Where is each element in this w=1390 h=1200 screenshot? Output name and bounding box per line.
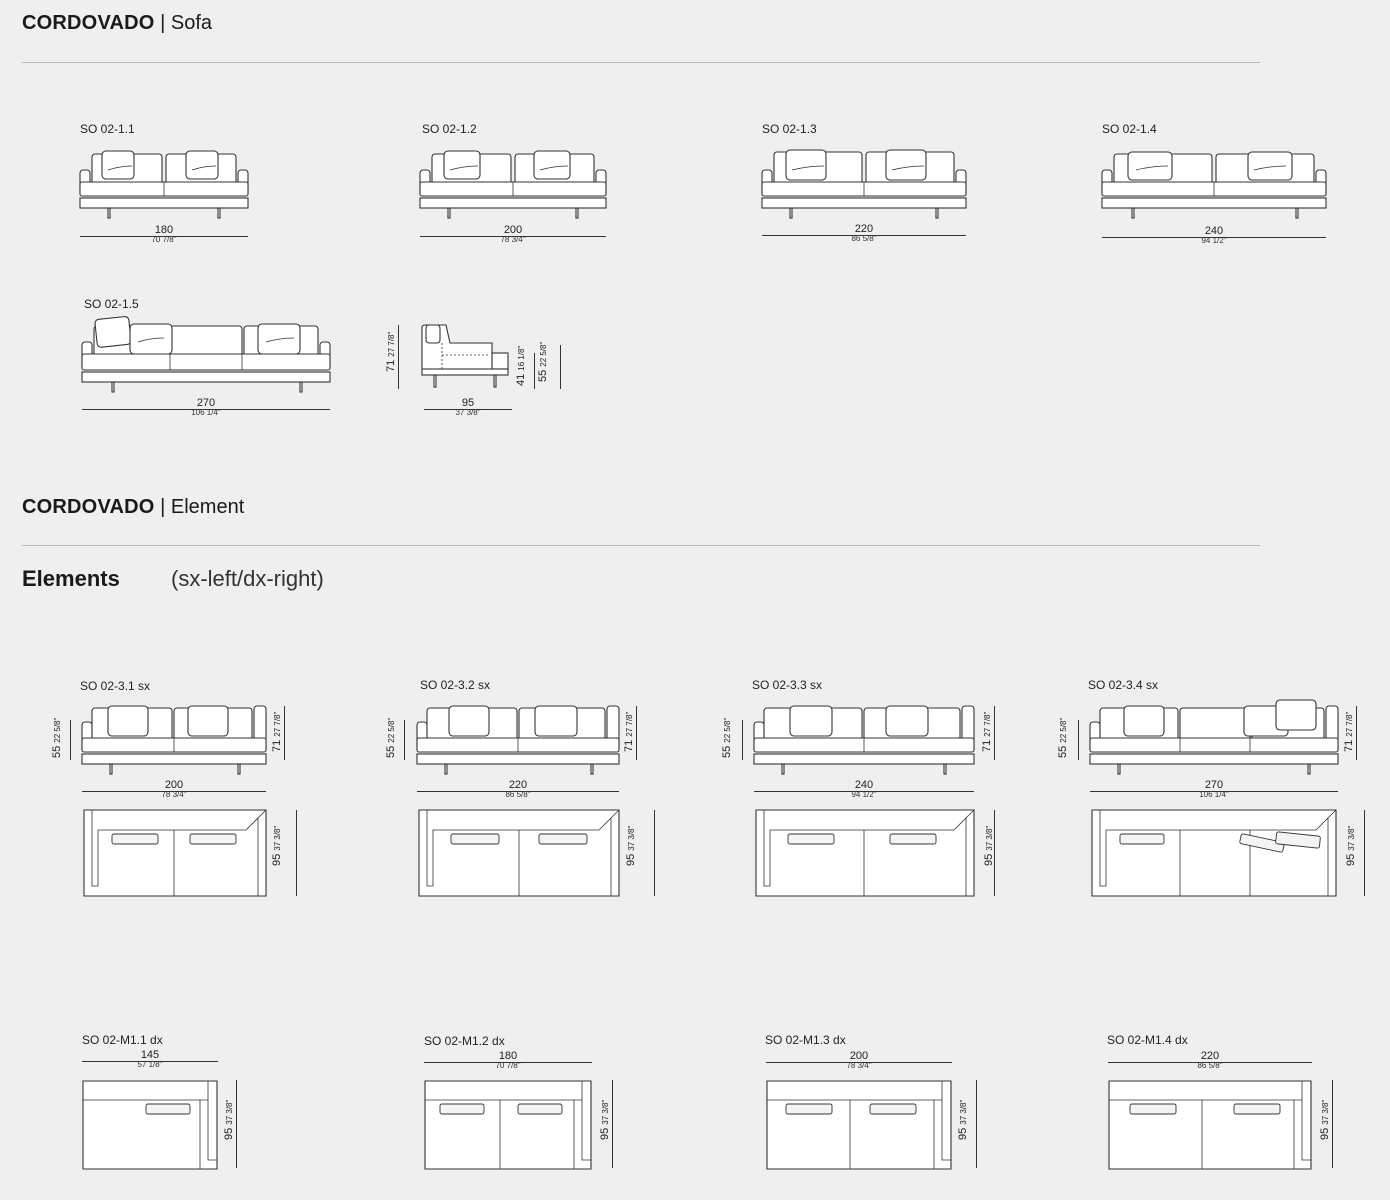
arm-height-line [404,720,405,760]
depth-dimension: 9537 3/8" [957,1099,969,1140]
depth-line [1364,810,1365,896]
depth-line [236,1080,237,1168]
height-line [994,706,995,760]
height-dimension: 7127 7/8" [623,711,635,752]
depth-line [296,810,297,896]
element-front-drawing [1089,699,1339,775]
product-code: SO 02-1.3 [762,122,817,136]
product-code: SO 02-1.5 [84,297,139,311]
arm-height-dimension: 5522 5/8" [721,717,733,758]
height-dimension: 7127 7/8" [271,711,283,752]
sofa-front-drawing [79,150,249,219]
section-heading-sofa: CORDOVADO | Sofa [22,12,213,34]
arm-height-line [560,345,561,389]
divider [22,62,1260,63]
product-code: SO 02-M1.1 dx [82,1033,163,1047]
height-line [398,325,399,389]
product-code: SO 02-M1.4 dx [1107,1033,1188,1047]
seat-height-line [534,353,535,389]
sofa-front-drawing [1101,151,1327,219]
element-plan-drawing [766,1080,952,1170]
elements-heading: Elements [22,566,120,591]
arm-height-line [742,720,743,760]
sofa-front-drawing [761,149,967,219]
sofa-front-drawing [81,316,331,393]
depth-dimension: 9537 3/8" [1345,825,1357,866]
arm-height-line [70,720,71,760]
element-plan-drawing [1108,1080,1312,1170]
element-front-drawing [416,705,620,775]
divider [22,545,1260,546]
depth-line [612,1080,613,1168]
element-plan-drawing [418,809,620,897]
height-line [636,706,637,760]
element-front-drawing [81,705,267,775]
product-code: SO 02-3.3 sx [752,678,823,692]
product-code: SO 02-1.4 [1102,122,1157,136]
sofa-front-drawing [419,150,607,219]
depth-line [1332,1080,1333,1168]
height-line [1356,706,1357,760]
height-dimension: 7127 7/8" [1343,711,1355,752]
product-code: SO 02-1.2 [422,122,477,136]
arm-height-dimension: 5522 5/8" [537,341,549,382]
depth-line [994,810,995,896]
sofa-side-drawing [421,324,509,388]
arm-height-line [1078,720,1079,760]
element-front-drawing [753,705,975,775]
arm-height-dimension: 5522 5/8" [51,717,63,758]
depth-dimension: 9537 3/8" [983,825,995,866]
depth-line [976,1080,977,1168]
arm-height-dimension: 5522 5/8" [1057,717,1069,758]
depth-dimension: 9537 3/8" [223,1099,235,1140]
product-code: SO 02-3.4 sx [1088,678,1159,692]
elements-note: (sx-left/dx-right) [171,566,324,591]
element-plan-drawing [755,809,975,897]
element-plan-drawing [1091,809,1337,897]
depth-line [654,810,655,896]
product-code: SO 02-3.1 sx [80,679,151,693]
depth-dimension: 9537 3/8" [599,1099,611,1140]
product-code: SO 02-M1.3 dx [765,1033,846,1047]
element-plan-drawing [424,1080,592,1170]
product-code: SO 02-3.2 sx [420,678,491,692]
section-heading-element: CORDOVADO | Element [22,496,245,518]
arm-height-dimension: 5522 5/8" [385,717,397,758]
element-plan-drawing [83,809,267,897]
product-code: SO 02-1.1 [80,122,135,136]
height-line [284,706,285,760]
depth-dimension: 9537 3/8" [625,825,637,866]
depth-dimension: 9537 3/8" [271,825,283,866]
height-dimension: 7127 7/8" [385,331,397,372]
depth-dimension: 9537 3/8" [1319,1099,1331,1140]
product-code: SO 02-M1.2 dx [424,1034,505,1048]
element-plan-drawing [82,1080,218,1170]
seat-height-dimension: 4116 1/8" [515,345,527,386]
height-dimension: 7127 7/8" [981,711,993,752]
